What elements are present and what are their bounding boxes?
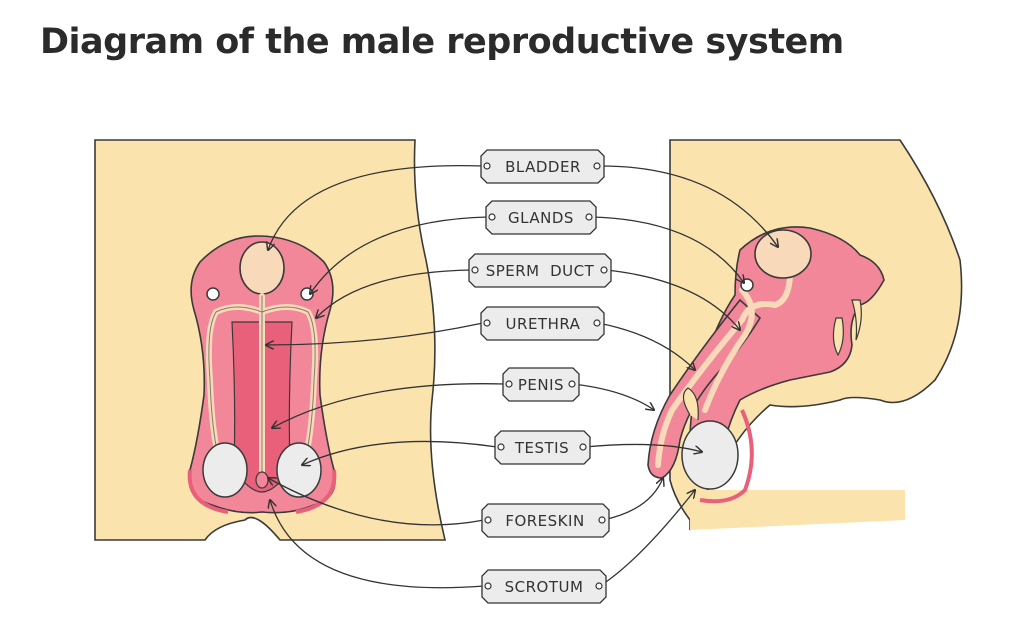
arrow-glands-front <box>310 216 489 294</box>
page-title: Diagram of the male reproductive system <box>40 22 844 62</box>
arrow-sperm-duct-front <box>316 269 472 318</box>
arrow-foreskin-side <box>602 478 663 521</box>
label-foreskin: FORESKIN <box>481 503 610 538</box>
arrow-testis-side <box>583 443 702 452</box>
connector-arrows <box>266 164 778 589</box>
front-bladder <box>239 241 285 295</box>
side-view-figure <box>647 139 963 531</box>
front-scrotum-edge <box>187 469 337 514</box>
arrow-urethra-side <box>597 322 695 370</box>
label-testis: TESTIS <box>494 430 591 465</box>
label-penis: PENIS <box>502 367 580 402</box>
front-gland-right <box>300 287 314 301</box>
front-gland-left <box>206 287 220 301</box>
label-bladder-text: BLADDER <box>505 158 581 176</box>
label-urethra-text: URETHRA <box>506 315 581 333</box>
arrow-bladder-side <box>597 165 778 247</box>
arrow-penis-side <box>572 383 654 410</box>
label-scrotum-text: SCROTUM <box>505 578 584 596</box>
front-view-figure <box>94 139 447 541</box>
arrow-foreskin-front <box>268 478 485 526</box>
arrow-urethra-front <box>266 322 484 345</box>
arrow-glands-side <box>591 216 744 283</box>
arrow-testis-front <box>302 440 498 465</box>
side-organ-slit-2 <box>851 299 862 341</box>
label-glands: GLANDS <box>485 200 597 235</box>
label-glands-text: GLANDS <box>508 209 574 227</box>
label-sperm-duct: SPERM DUCT <box>468 253 612 288</box>
front-testis-left <box>202 442 248 498</box>
front-testis-right <box>276 442 322 498</box>
side-testis-hook <box>682 387 699 421</box>
side-organ-slit-1 <box>832 317 844 357</box>
side-testis <box>681 420 739 490</box>
label-scrotum: SCROTUM <box>481 569 607 604</box>
arrow-sperm-duct-side <box>605 269 740 330</box>
label-foreskin-text: FORESKIN <box>505 512 584 530</box>
arrow-bladder-front <box>268 164 484 250</box>
side-body-skin-lower <box>690 490 905 530</box>
label-testis-text: TESTIS <box>514 439 569 457</box>
label-penis-text: PENIS <box>518 376 564 394</box>
front-penis-tip <box>255 471 269 489</box>
label-bladder: BLADDER <box>480 149 605 184</box>
arrow-scrotum-front <box>270 500 485 589</box>
front-sperm-duct-outline <box>208 295 316 479</box>
side-scrotum-edge <box>699 409 754 504</box>
label-sperm-duct-text: SPERM DUCT <box>486 262 595 280</box>
arrow-scrotum-side <box>599 490 695 587</box>
side-bladder <box>754 229 812 279</box>
label-urethra: URETHRA <box>480 306 605 341</box>
arrow-penis-front <box>272 383 506 428</box>
